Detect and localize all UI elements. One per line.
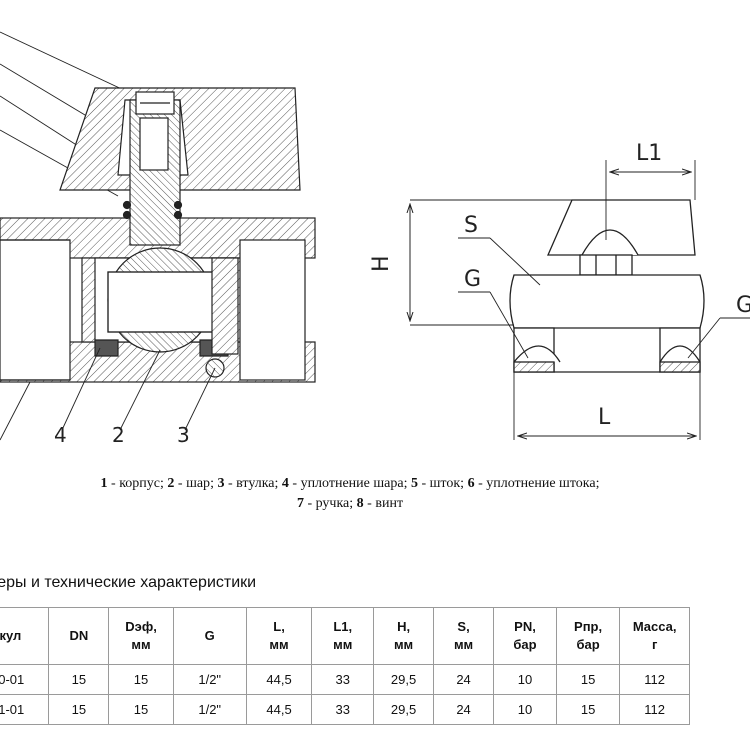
valve-drawings: 4 2 3 [0,31,750,447]
table-cell: VT.331-01 [0,694,50,725]
side-view [410,160,750,440]
table-cell: 33 [311,694,375,725]
header-dn: DN [48,607,110,665]
cross-section-view [0,31,316,441]
table-row: VT.330-01 15 15 1/2" 44,5 33 29,5 24 10 … [0,664,690,695]
table-cell: 44,5 [245,664,313,695]
legend-item: 6 - уплотнение штока; [467,476,600,491]
table-cell: 15 [555,664,621,695]
header-p-test: Pпр,бар [555,607,621,665]
table-cell: 29,5 [373,664,434,695]
specs-table: Артикул DN Dэф,мм G L,мм L1,мм H,мм S,мм… [0,607,690,725]
dim-g-right-label: G [736,293,750,318]
table-cell: 15 [48,694,110,725]
stem-core [139,117,169,171]
dim-g-left-label: G [464,267,481,292]
legend-item: 5 - шток; [410,476,468,491]
outlet-bore [239,239,306,381]
side-stem [579,254,633,276]
dim-l1-label: L1 [636,141,662,166]
legend-line-2: 7 - ручка; 8 - винт [0,494,700,514]
section-title: Размеры и технические характеристики [0,574,257,591]
dim-h-label: H [369,255,394,272]
header-d-eff: Dэф,мм [108,607,174,665]
table-cell: 15 [108,664,174,695]
legend-item: 8 - винт [356,496,404,511]
table-header-row: Артикул DN Dэф,мм G L,мм L1,мм H,мм S,мм… [0,607,690,665]
table-cell: 15 [48,664,110,695]
header-article: Артикул [0,607,50,665]
callout-4: 4 [54,423,67,447]
header-g: G [172,607,247,665]
dim-s-label: S [464,213,478,238]
table-cell: VT.330-01 [0,664,50,695]
header-l: L,мм [245,607,313,665]
table-cell: 15 [108,694,174,725]
legend-item: 7 - ручка; [296,496,357,511]
legend-item: 1 - корпус; [100,476,168,491]
table-cell: 44,5 [245,694,313,725]
ball-bore [107,271,217,333]
seat-left [94,339,119,357]
table-cell: 1/2" [172,664,247,695]
inlet-bore [0,239,71,381]
table-row: VT.331-01 15 15 1/2" 44,5 33 29,5 24 10 … [0,694,690,725]
bushing [211,257,239,355]
header-s: S,мм [432,607,495,665]
table-cell: 112 [619,664,690,695]
table-cell: 112 [619,694,690,725]
callout-2: 2 [112,423,125,447]
table-cell: 33 [311,664,375,695]
legend-item: 4 - уплотнение шара; [281,476,411,491]
header-pn: PN,бар [493,607,557,665]
table-cell: 15 [555,694,621,725]
dim-l-label: L [598,405,611,430]
legend-item: 2 - шар; [167,476,218,491]
table-cell: 10 [493,694,557,725]
table-cell: 24 [432,694,495,725]
legend-line-1: 1 - корпус; 2 - шар; 3 - втулка; 4 - упл… [0,474,700,494]
side-body [509,274,705,329]
header-h: H,мм [373,607,434,665]
callout-3: 3 [177,423,190,447]
legend-item: 3 - втулка; [217,476,282,491]
table-cell: 24 [432,664,495,695]
header-mass: Масса,г [619,607,690,665]
table-cell: 1/2" [172,694,247,725]
parts-legend: 1 - корпус; 2 - шар; 3 - втулка; 4 - упл… [0,474,700,514]
side-handle [547,199,696,256]
table-cell: 10 [493,664,557,695]
table-cell: 29,5 [373,694,434,725]
header-l1: L1,мм [311,607,375,665]
